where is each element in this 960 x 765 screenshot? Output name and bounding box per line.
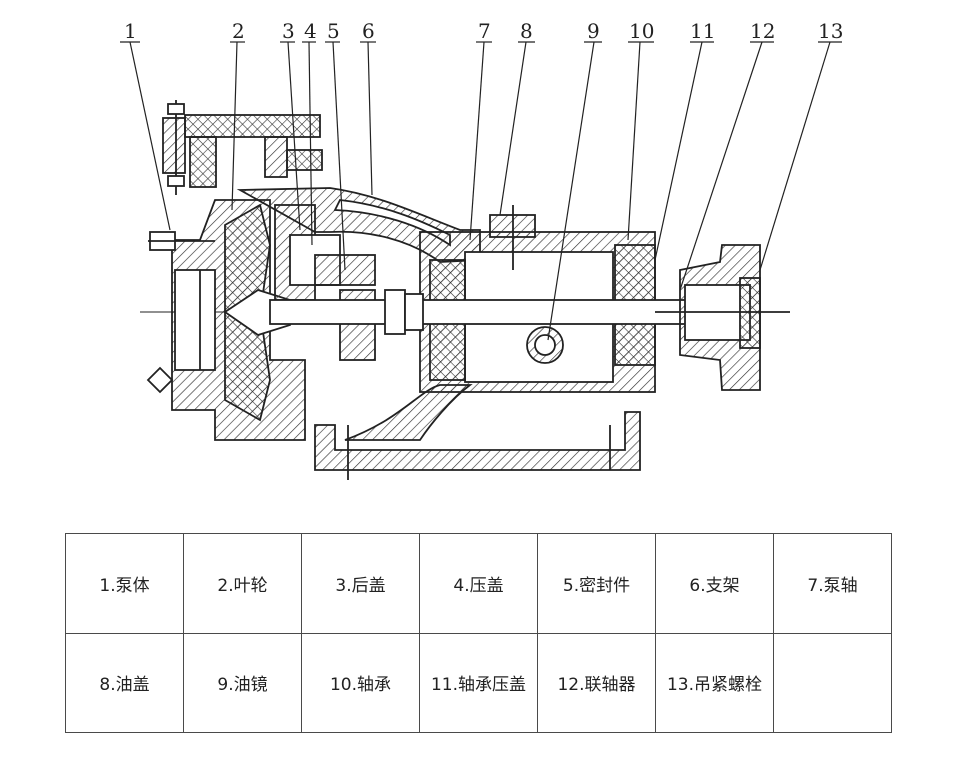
callout-2: 2 [232,19,245,43]
legend-cell: 11.轴承压盖 [419,632,538,733]
discharge-flange [184,114,321,138]
legend-cell: 10.轴承 [301,632,420,733]
legend-cell: 9.油镜 [183,632,302,733]
legend-cell: 1.泵体 [65,533,184,634]
callout-9: 9 [587,19,600,43]
callout-13: 13 [818,19,843,43]
callout-6: 6 [362,19,375,43]
base-frame [314,411,641,471]
legend-cell: 12.联轴器 [537,632,656,733]
legend-cell: 4.压盖 [419,533,538,634]
callout-7: 7 [478,19,491,43]
callout-5: 5 [327,19,340,43]
legend-cell: 6.支架 [655,533,774,634]
callout-10: 10 [629,19,654,43]
leader-lines [120,41,842,341]
callout-4: 4 [304,19,317,43]
pump-cross-section-drawing: 1 2 3 4 5 6 7 8 9 10 11 12 13 [120,19,843,480]
legend-cell: 5.密封件 [537,533,656,634]
table-row: 8.油盖 9.油镜 10.轴承 11.轴承压盖 12.联轴器 13.吊紧螺栓 [65,632,892,733]
legend-cell: 8.油盖 [65,632,184,733]
legend-cell: 2.叶轮 [183,533,302,634]
legend-cell: 7.泵轴 [773,533,892,634]
legend-cell: 13.吊紧螺栓 [655,632,774,733]
legend-cell: 3.后盖 [301,533,420,634]
callout-3: 3 [282,19,295,43]
table-row: 1.泵体 2.叶轮 3.后盖 4.压盖 5.密封件 6.支架 7.泵轴 [65,533,892,634]
callout-1: 1 [124,19,137,43]
callout-12: 12 [750,19,775,43]
callout-11: 11 [690,19,715,43]
callout-8: 8 [520,19,533,43]
legend-cell-empty [773,632,892,733]
parts-legend-table: 1.泵体 2.叶轮 3.后盖 4.压盖 5.密封件 6.支架 7.泵轴 8.油盖… [65,533,892,733]
